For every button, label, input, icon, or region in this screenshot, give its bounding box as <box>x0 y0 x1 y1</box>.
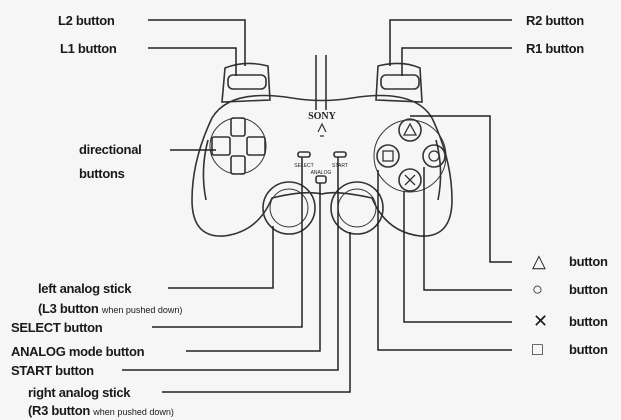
select-button-shape <box>297 151 311 158</box>
start-label: START button <box>11 363 94 378</box>
r2-label: R2 button <box>526 13 584 28</box>
l2-shoulder <box>221 62 271 103</box>
controller-cable <box>315 55 327 110</box>
left-analog-stick <box>262 181 316 235</box>
triangle-button-label: button <box>569 254 608 269</box>
brand-text: SONY <box>308 111 337 122</box>
r1-label: R1 button <box>526 41 584 56</box>
analog-button-shape <box>315 175 327 184</box>
leader-square <box>377 170 512 351</box>
l1-label: L1 button <box>60 41 117 56</box>
l2-label: L2 button <box>58 13 115 28</box>
controller-body <box>191 94 453 237</box>
cross-button-label: button <box>569 314 608 329</box>
leader-lines <box>122 19 512 393</box>
leader-start <box>122 157 339 371</box>
right-analog-stick <box>330 181 384 235</box>
analog-label: ANALOG mode button <box>11 344 145 359</box>
square-button <box>376 144 400 168</box>
leader-select <box>152 157 303 328</box>
right-grip-line <box>435 139 442 201</box>
playstation-logo <box>317 122 327 137</box>
cross-symbol-icon: ✕ <box>533 311 549 331</box>
select-label: SELECT button <box>11 320 103 335</box>
directional-label-line1: directional <box>79 142 142 157</box>
r2-shoulder <box>375 62 423 103</box>
leader-l1 <box>148 47 237 76</box>
right-stick-label-line1: right analog stick <box>28 385 131 400</box>
leader-analog <box>186 183 321 352</box>
face-buttons <box>373 118 447 193</box>
leader-right-stick <box>162 232 351 393</box>
l1-shoulder <box>227 74 267 90</box>
select-text: SELECT <box>294 163 313 169</box>
right-stick-label-line2: (R3 button when pushed down) <box>28 403 174 420</box>
left-stick-label-line2: (L3 button when pushed down) <box>38 301 182 318</box>
cross-button <box>398 168 422 192</box>
leader-l2 <box>148 19 246 66</box>
leader-r2 <box>389 19 512 66</box>
start-text: START <box>332 163 348 169</box>
right-stick-note: when pushed down) <box>93 407 174 417</box>
triangle-symbol-icon: △ <box>532 251 546 271</box>
directional-pad <box>209 117 267 175</box>
r1-shoulder <box>380 74 420 90</box>
right-stick-r3: (R3 button <box>28 403 90 418</box>
leader-left-stick <box>168 226 274 289</box>
analog-text: ANALOG <box>311 170 332 176</box>
square-symbol-icon: □ <box>532 339 543 359</box>
left-stick-l3: (L3 button <box>38 301 99 316</box>
left-stick-label-line1: left analog stick <box>38 281 132 296</box>
left-grip-line <box>202 139 209 201</box>
leader-circle <box>423 167 512 291</box>
leader-triangle <box>410 115 512 263</box>
start-button-shape <box>333 151 347 158</box>
circle-button <box>422 144 446 168</box>
circle-symbol-icon: ○ <box>532 279 543 299</box>
controller <box>191 55 453 237</box>
leader-cross <box>403 191 512 323</box>
triangle-button <box>398 118 422 142</box>
square-button-label: button <box>569 342 608 357</box>
leader-r1 <box>401 47 512 76</box>
left-stick-note: when pushed down) <box>101 305 183 315</box>
directional-label-line2: buttons <box>79 166 125 181</box>
circle-button-label: button <box>569 282 608 297</box>
